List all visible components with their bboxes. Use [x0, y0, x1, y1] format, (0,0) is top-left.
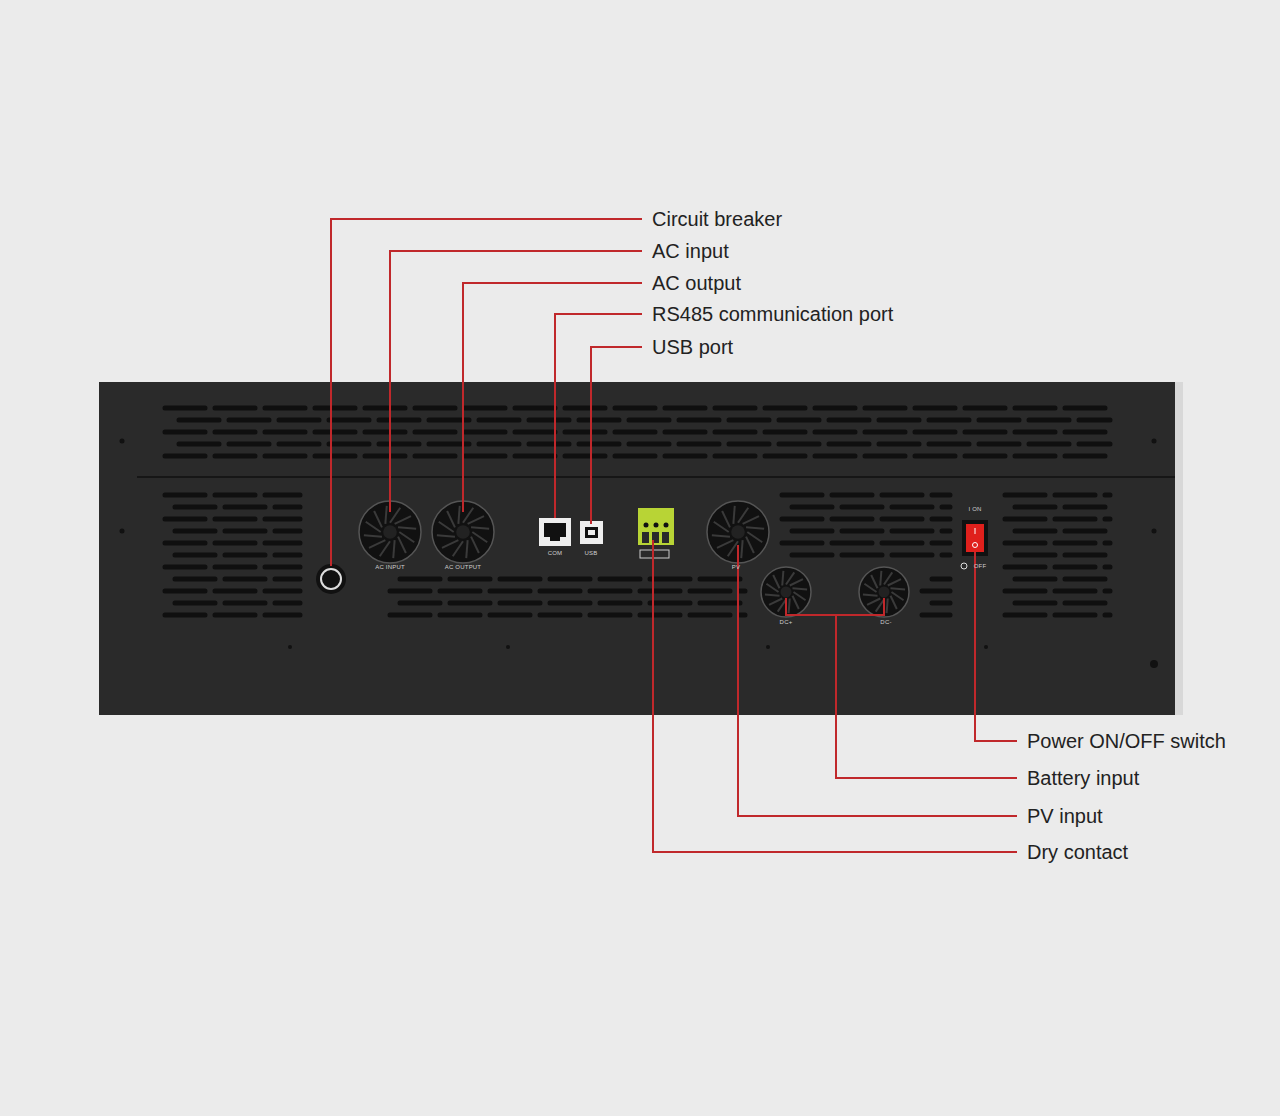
vent-slots: [165, 408, 1110, 615]
vent-slot: [782, 493, 950, 498]
vent-slot: [165, 541, 300, 546]
vent-slot: [1015, 577, 1110, 582]
vent-slot: [922, 613, 950, 618]
vent-slot: [165, 565, 300, 570]
panel-seam: [137, 476, 1175, 478]
vent-slot: [792, 529, 950, 534]
vent-slot: [165, 493, 300, 498]
vent-slot: [179, 442, 1110, 447]
rear-panel: [99, 382, 1181, 715]
vent-slot: [390, 589, 745, 594]
vent-slot: [165, 406, 1110, 411]
callout-label: Battery input: [1027, 767, 1139, 790]
port-label: DC+: [780, 619, 793, 625]
port-label: OFF: [974, 563, 987, 569]
port-label: DC-: [880, 619, 891, 625]
vent-slot: [165, 517, 300, 522]
vent-slot: [782, 541, 950, 546]
vent-slot: [1015, 553, 1110, 558]
callout-label: USB port: [652, 336, 733, 359]
vent-slot: [390, 613, 745, 618]
vent-slot: [400, 601, 745, 606]
port-label: AC OUTPUT: [445, 564, 481, 570]
vent-slot: [175, 505, 300, 510]
vent-slot: [165, 430, 1110, 435]
callout-label: AC input: [652, 240, 729, 263]
callout-label: RS485 communication port: [652, 303, 893, 326]
vent-slot: [792, 505, 950, 510]
vent-slot: [1005, 589, 1110, 594]
vent-slot: [165, 589, 300, 594]
port-label: PV: [732, 564, 740, 570]
port-label: USB: [585, 550, 598, 556]
vent-slot: [1005, 613, 1110, 618]
vent-slot: [922, 589, 950, 594]
vent-slot: [1005, 493, 1110, 498]
vent-slot: [400, 577, 745, 582]
vent-slot: [782, 517, 950, 522]
dry-contact-terminal: [638, 508, 674, 558]
vent-slot: [1015, 529, 1110, 534]
vent-slot: [165, 613, 300, 618]
port-label: I ON: [968, 506, 981, 512]
panel-edge: [1175, 382, 1183, 715]
vent-slot: [932, 577, 950, 582]
vent-slot: [792, 553, 950, 558]
leader-lines: [331, 219, 1017, 852]
vent-slot: [1015, 601, 1110, 606]
callout-label: PV input: [1027, 805, 1103, 828]
vent-slot: [165, 454, 1110, 459]
vent-slot: [1005, 541, 1110, 546]
vent-slot: [175, 601, 300, 606]
vent-slot: [175, 529, 300, 534]
callout-label: AC output: [652, 272, 741, 295]
vent-slot: [1005, 517, 1110, 522]
cable-glands: [359, 501, 909, 617]
vent-slot: [1005, 565, 1110, 570]
vent-slot: [932, 601, 950, 606]
usb-port: [580, 521, 603, 544]
vent-slot: [1015, 505, 1110, 510]
port-label: AC INPUT: [375, 564, 405, 570]
callout-label: Circuit breaker: [652, 208, 782, 231]
port-label: COM: [548, 550, 563, 556]
rj45-port: [539, 518, 571, 546]
callout-label: Power ON/OFF switch: [1027, 730, 1226, 753]
callout-label: Dry contact: [1027, 841, 1128, 864]
circuit-breaker: [316, 564, 346, 594]
vent-slot: [179, 418, 1110, 423]
vent-slot: [175, 577, 300, 582]
vent-slot: [175, 553, 300, 558]
screws: [120, 439, 1159, 669]
